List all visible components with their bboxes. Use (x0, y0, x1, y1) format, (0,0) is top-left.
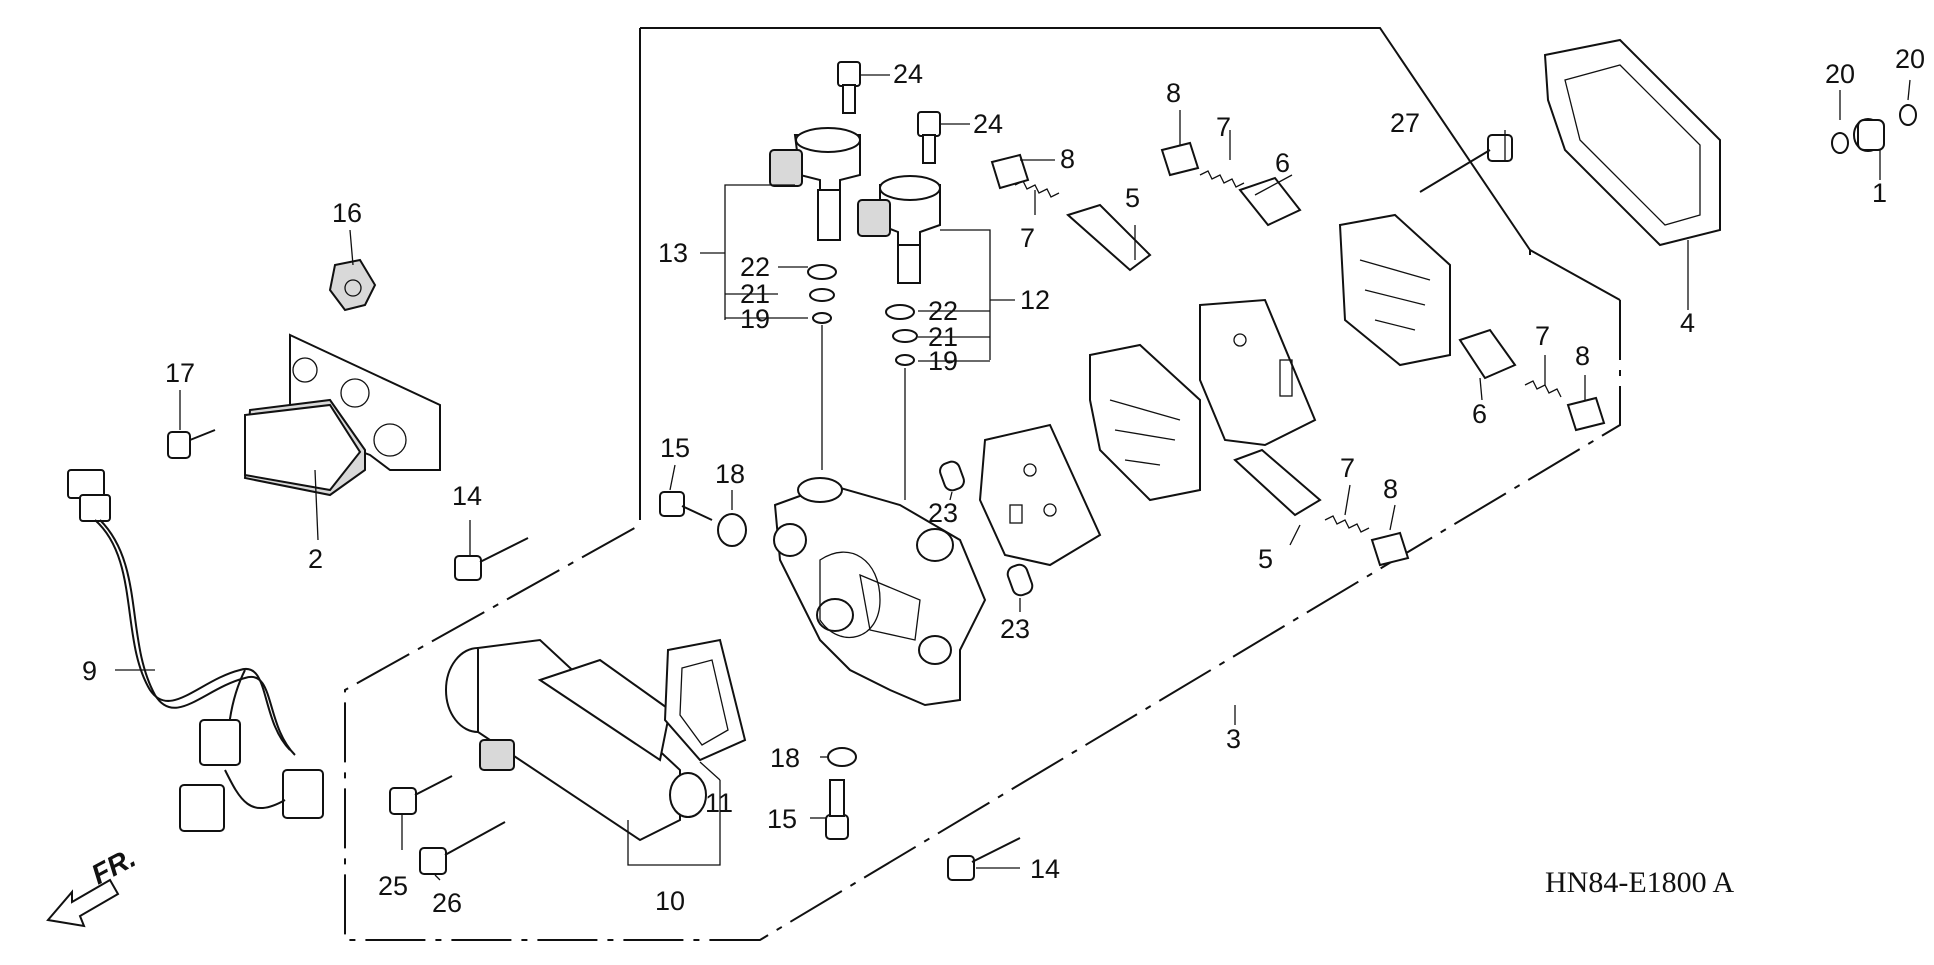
callout-26: 26 (432, 888, 462, 918)
callout-12: 12 (1020, 285, 1050, 315)
callout-23b: 23 (1000, 614, 1030, 644)
dowel-pins (939, 460, 1034, 597)
callout-27: 27 (1390, 108, 1420, 138)
callout-19b: 19 (928, 346, 958, 376)
callout-23a: 23 (928, 498, 958, 528)
direction-label: FR. (86, 842, 140, 891)
gasket (1543, 38, 1721, 247)
separator-plate-1 (978, 423, 1102, 567)
callout-8c: 8 (1575, 341, 1590, 371)
callout-24b: 24 (973, 109, 1003, 139)
wire-harness (67, 469, 324, 832)
callout-3: 3 (1226, 724, 1241, 754)
callout-5a: 5 (1125, 183, 1140, 213)
callout-15a: 15 (660, 433, 690, 463)
plug (1853, 118, 1885, 152)
callout-8a: 8 (1166, 78, 1181, 108)
callout-7c: 7 (1535, 321, 1550, 351)
callout-4: 4 (1680, 308, 1695, 338)
spool-6-lower (1458, 328, 1517, 380)
washer-18-lower (827, 747, 857, 767)
callout-21b: 21 (928, 322, 958, 352)
valve-body (773, 477, 987, 707)
assembly-boundary (344, 27, 1621, 941)
spool-5-lower (1233, 448, 1322, 517)
callout-13: 13 (658, 238, 688, 268)
callout-7b: 7 (1020, 223, 1035, 253)
front-direction-arrow: FR. (46, 842, 141, 928)
callout-20a: 20 (1825, 59, 1855, 89)
callout-17: 17 (165, 358, 195, 388)
bolt-14-left (454, 537, 529, 581)
callout-labels: 1 20 20 4 27 6 7 8 8 7 5 24 24 13 22 21 … (82, 44, 1925, 918)
callout-14a: 14 (452, 481, 482, 511)
o-rings (807, 264, 918, 500)
callout-22a: 22 (740, 252, 770, 282)
solenoid-12 (857, 175, 941, 284)
bolt-27 (1419, 134, 1513, 193)
callout-19a: 19 (740, 304, 770, 334)
callout-8d: 8 (1383, 474, 1398, 504)
bolt-17 (167, 429, 216, 459)
bolt-25 (389, 775, 453, 815)
callout-20b: 20 (1895, 44, 1925, 74)
bolt-24-lower (917, 111, 941, 164)
upper-valve-body (1089, 343, 1201, 502)
callout-5b: 5 (1258, 544, 1273, 574)
solenoid-gasket (663, 638, 747, 762)
callout-8b: 8 (1060, 144, 1075, 174)
callout-21a: 21 (740, 279, 770, 309)
leader-lines (115, 74, 1911, 881)
callout-9: 9 (82, 656, 97, 686)
linear-solenoid (445, 638, 707, 842)
callout-18b: 18 (770, 743, 800, 773)
spool-5-upper (1066, 203, 1152, 272)
clip (328, 258, 377, 312)
callout-11: 11 (705, 788, 733, 818)
callout-25: 25 (378, 871, 408, 901)
callout-1: 1 (1872, 178, 1887, 208)
separator-plate-2 (1199, 298, 1317, 447)
retainers (990, 141, 1606, 567)
spool-6-upper (1238, 176, 1302, 227)
callout-24a: 24 (893, 59, 923, 89)
washers-20 (1831, 104, 1917, 154)
callout-2: 2 (308, 544, 323, 574)
solenoid-13 (769, 127, 861, 241)
callout-15b: 15 (767, 804, 797, 834)
top-valve-cover (1338, 213, 1451, 367)
callout-22b: 22 (928, 296, 958, 326)
bracket (243, 333, 441, 497)
callout-7d: 7 (1340, 453, 1355, 483)
bolt-26 (419, 821, 506, 875)
bolt-15-lower (825, 779, 849, 840)
callout-16: 16 (332, 198, 362, 228)
callout-18a: 18 (715, 459, 745, 489)
bolt-14-right (947, 837, 1021, 881)
diagram-code: HN84-E1800 A (1545, 866, 1734, 899)
callout-14b: 14 (1030, 854, 1060, 884)
bolt-15-upper (659, 491, 713, 521)
callout-6a: 6 (1275, 148, 1290, 178)
bolt-24-upper (837, 61, 861, 114)
callout-10: 10 (655, 886, 685, 916)
washer-18-upper (717, 513, 747, 547)
callout-7a: 7 (1216, 112, 1231, 142)
callout-6b: 6 (1472, 399, 1487, 429)
